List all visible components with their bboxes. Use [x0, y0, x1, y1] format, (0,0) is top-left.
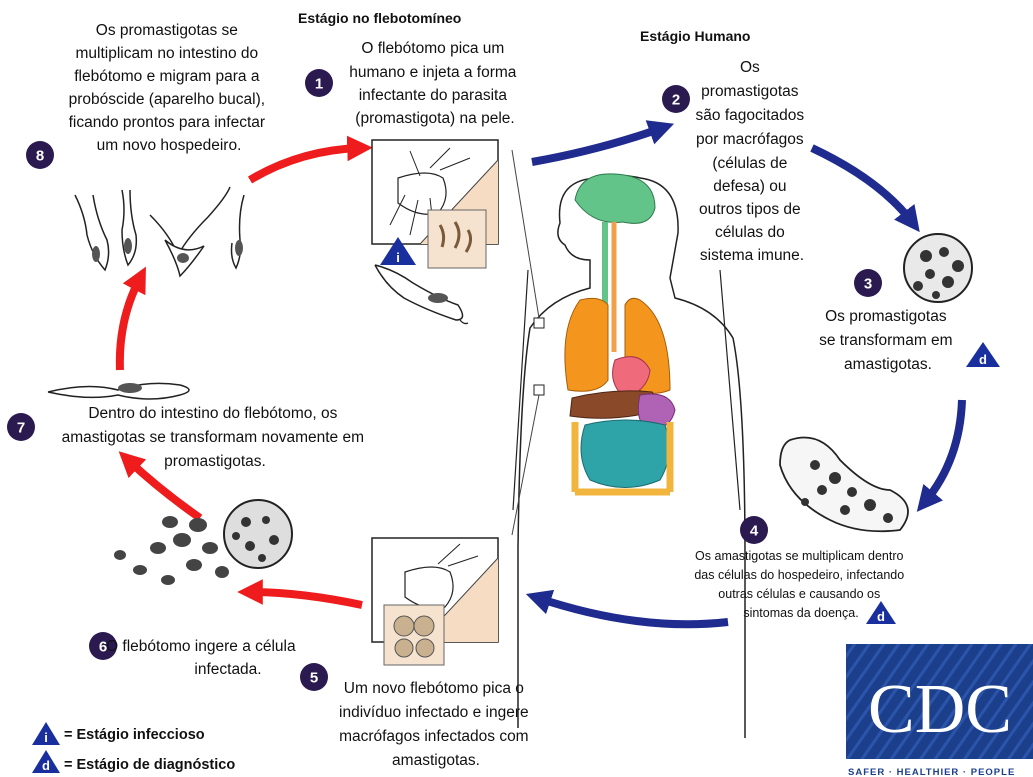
step-caption-6: O flebótomo ingere a célula infectada. [106, 638, 300, 678]
step-number: 3 [864, 276, 872, 293]
legend-infectious-label: = Estágio infeccioso [64, 727, 205, 743]
svg-text:i: i [44, 730, 48, 745]
arrow-5-to-6 [250, 592, 362, 605]
step-caption-8: Os promastigotas se multiplicam no intes… [69, 22, 270, 154]
step-5: 5 Um novo flebótomo pica o indivíduo inf… [300, 663, 533, 769]
step-number: 5 [310, 670, 318, 687]
arrow-4-to-5 [538, 598, 728, 624]
svg-text:i: i [396, 250, 400, 265]
vector-stage-title: Estágio no flebotomíneo [298, 10, 461, 26]
arrow-2-to-3 [812, 148, 912, 222]
arrow-3-to-4 [925, 400, 962, 502]
svg-text:d: d [877, 609, 885, 624]
step-number: 4 [750, 523, 759, 540]
human-body-illustration [512, 150, 745, 738]
sandfly-bite-panel-5 [372, 538, 498, 665]
legend: i = Estágio infeccioso d = Estágio de di… [32, 722, 235, 773]
step-8: 8 Os promastigotas se multiplicam no int… [26, 22, 269, 169]
svg-text:d: d [979, 352, 987, 367]
macrophage-with-amastigotes [904, 234, 972, 302]
legend-diagnostic-label: = Estágio de diagnóstico [64, 757, 235, 773]
legend-diagnostic: d = Estágio de diagnóstico [32, 750, 235, 773]
arrow-7-to-8 [120, 278, 140, 370]
step-caption-3: Os promastigotas se transformam em amast… [819, 308, 957, 373]
legend-infectious: i = Estágio infeccioso [32, 722, 205, 745]
step-1: 1 O flebótomo pica um humano e injeta a … [305, 40, 521, 127]
arrow-8-to-1 [250, 148, 360, 180]
multiplying-promastigotes [75, 187, 244, 276]
cdc-logo: CDC SAFER · HEALTHIER · PEOPLE [846, 644, 1033, 777]
step-caption-5: Um novo flebótomo pica o indivíduo infec… [339, 680, 533, 769]
step-number: 2 [672, 92, 680, 109]
step-caption-2: Os promastigotas são fagocitados por mac… [696, 59, 809, 264]
step-2: 2 Os promastigotas são fagocitados por m… [662, 59, 808, 264]
step-number: 7 [17, 420, 25, 437]
step-7: 7 Dentro do intestino do flebótomo, os a… [7, 405, 368, 470]
step-number: 8 [36, 148, 44, 165]
human-stage-title: Estágio Humano [640, 28, 750, 44]
arrow-1-to-2 [532, 128, 662, 162]
cdc-tagline: SAFER · HEALTHIER · PEOPLE [848, 767, 1015, 777]
step-caption-1: O flebótomo pica um humano e injeta a fo… [349, 40, 520, 127]
step-6: 6 O flebótomo ingere a célula infectada. [89, 632, 300, 678]
step-caption-7: Dentro do intestino do flebótomo, os ama… [62, 405, 369, 470]
transforming-promastigote [48, 383, 189, 399]
promastigote-illustration [375, 265, 468, 324]
svg-text:d: d [42, 758, 50, 773]
ingested-infected-cells [114, 500, 292, 585]
diagnostic-stage-marker-4: d [866, 601, 896, 624]
diagnostic-stage-marker-3: d [966, 342, 1000, 367]
step-number: 1 [315, 76, 323, 93]
cdc-logo-text: CDC [868, 671, 1012, 748]
infected-cell-rupturing [780, 438, 908, 532]
